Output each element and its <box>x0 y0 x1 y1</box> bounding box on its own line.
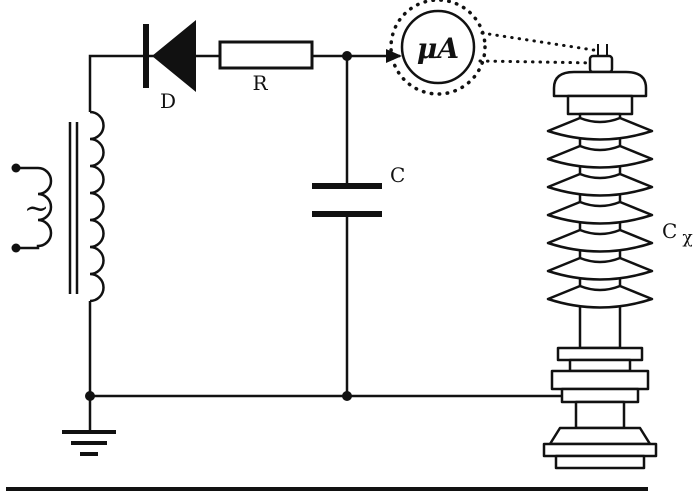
top-terminal <box>588 54 614 74</box>
shielded-leads <box>478 31 602 65</box>
shielded-lead-lower <box>478 59 598 65</box>
flange-plate-4 <box>560 387 640 404</box>
microammeter: μA <box>386 0 487 96</box>
insulator-shed <box>546 228 654 253</box>
base-slab-2 <box>554 454 646 470</box>
meter-label: μA <box>417 32 459 65</box>
primary-winding <box>16 166 53 250</box>
insulator-shed <box>546 200 654 225</box>
flange-plate-2 <box>568 358 632 373</box>
ac-source-label: ~ <box>24 191 49 226</box>
test-object-label: C χ <box>662 219 693 248</box>
top-cap <box>552 70 648 98</box>
capacitor-label: C <box>390 163 405 187</box>
test-object-insulator <box>542 44 658 470</box>
meter-shield-ring <box>389 0 487 96</box>
diode-triangle <box>152 20 196 92</box>
resistor-label: R <box>252 71 268 95</box>
insulator-shed <box>546 116 654 141</box>
shielded-lead-upper <box>480 31 602 53</box>
flange-plate-1 <box>556 346 644 362</box>
cap-collar <box>566 94 634 116</box>
flange-plate-3 <box>550 369 650 391</box>
meter-input-arrow <box>386 49 402 63</box>
transformer <box>11 110 105 303</box>
insulator-shed <box>546 144 654 169</box>
insulator-shed <box>546 172 654 197</box>
base-column <box>574 400 626 430</box>
junction-top <box>342 51 352 61</box>
secondary-winding <box>89 110 105 303</box>
diode <box>143 20 196 92</box>
resistor <box>218 40 314 70</box>
meter-body <box>400 9 476 85</box>
base-slab-1 <box>542 442 658 458</box>
ground-symbol <box>62 396 116 456</box>
insulator-shed <box>546 256 654 281</box>
junction-bottom <box>342 391 352 401</box>
insulator-shed <box>546 284 654 309</box>
capacitor <box>312 183 382 217</box>
diode-label: D <box>160 89 176 113</box>
base-trapezoid <box>548 426 652 446</box>
